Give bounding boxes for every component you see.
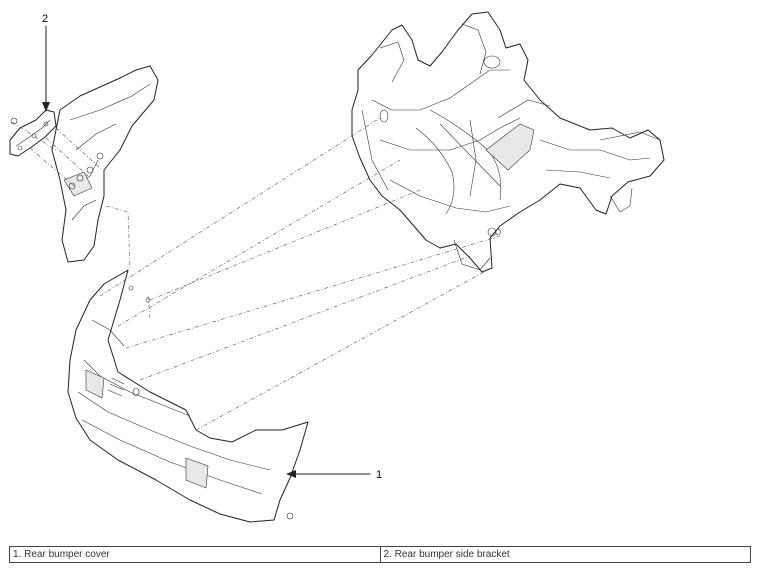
side-bracket-part [9, 109, 57, 157]
legend-row: 1. Rear bumper cover 2. Rear bumper side… [9, 546, 751, 563]
assembly-guide-lines [11, 117, 501, 431]
rear-bumper-exploded-drawing: 2 1 [9, 11, 665, 523]
fasteners [128, 229, 501, 303]
rear-bumper-cover [67, 269, 309, 523]
callout-2-leader [42, 25, 50, 112]
legend-item-rear-bumper-cover: 1. Rear bumper cover [9, 546, 381, 563]
callout-number-1: 1 [376, 469, 382, 481]
callout-number-2: 2 [42, 13, 48, 25]
parts-legend-table: 1. Rear bumper cover 2. Rear bumper side… [9, 546, 751, 563]
callout-1-leader [286, 470, 371, 478]
side-bracket-quarter-panel [51, 65, 159, 263]
rear-body-frame [351, 11, 665, 273]
legend-item-rear-bumper-side-bracket: 2. Rear bumper side bracket [379, 546, 751, 563]
